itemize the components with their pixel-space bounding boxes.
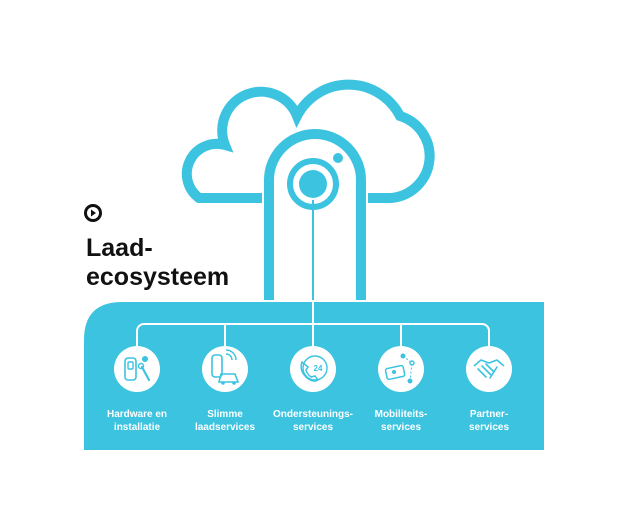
service-icon-hardware: [114, 346, 160, 392]
page-title: Laad- ecosysteem: [86, 234, 229, 292]
service-label-smart-charging: Slimme laadservices: [170, 408, 280, 434]
cloud-outline: [181, 79, 435, 203]
service-label-line: services: [468, 422, 510, 433]
service-label-line: Mobiliteits-: [374, 409, 428, 420]
service-label-support: Ondersteunings- services: [258, 408, 368, 434]
charging-post-outline: [264, 129, 366, 300]
service-icon-support: 24: [290, 346, 336, 392]
service-label-line: Ondersteunings-: [272, 409, 353, 420]
service-label-line: services: [292, 422, 334, 433]
service-label-line: installatie: [113, 422, 161, 433]
service-label-mobility: Mobiliteits- services: [346, 408, 456, 434]
socket-core: [299, 170, 327, 198]
service-label-partner: Partner- services: [434, 408, 544, 434]
service-label-line: laadservices: [194, 422, 256, 433]
service-label-line: services: [380, 422, 422, 433]
service-icon-smart-charging: [202, 346, 248, 392]
service-label-line: Slimme: [207, 409, 243, 420]
logo-play-icon: [84, 204, 102, 222]
title-line-1: Laad-: [86, 234, 153, 262]
service-label-line: Hardware en: [106, 409, 168, 420]
service-icon-partner: [466, 346, 512, 392]
svg-text:24: 24: [314, 364, 323, 373]
post-mask: [262, 130, 368, 302]
title-line-2: ecosysteem: [86, 263, 230, 291]
service-label-hardware: Hardware en installatie: [82, 408, 192, 434]
service-label-line: Partner-: [469, 409, 509, 420]
service-icon-mobility: [378, 346, 424, 392]
connector-tree: [136, 300, 490, 346]
post-indicator-dot: [333, 153, 343, 163]
